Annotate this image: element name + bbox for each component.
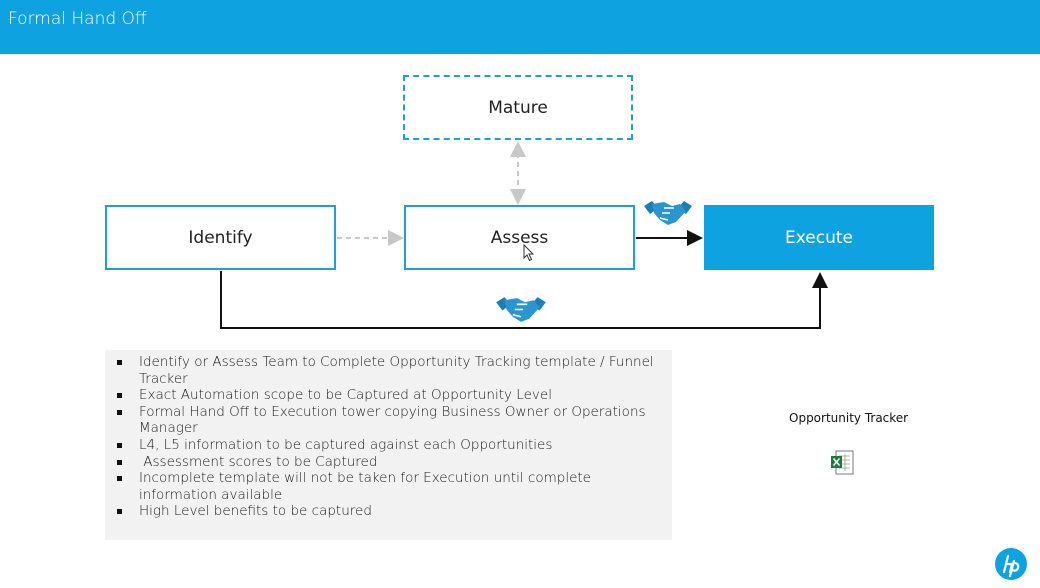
notes-list: Identify or Assess Team to Complete Oppo… [105,350,672,520]
note-item: Incomplete template will not be taken fo… [117,470,672,503]
page-title: Formal Hand Off [8,9,147,29]
connector-identify-execute [220,271,828,329]
handshake-icon [644,201,692,225]
node-identify-label: Identify [188,227,253,248]
note-item: Formal Hand Off to Execution tower copyi… [117,404,672,437]
note-item: Exact Automation scope to be Captured at… [117,387,672,404]
node-assess[interactable]: Assess [404,205,635,270]
node-assess-label: Assess [490,227,549,248]
excel-file-icon[interactable] [830,450,854,476]
node-identify[interactable]: Identify [105,205,336,270]
notes-panel: Identify or Assess Team to Complete Oppo… [105,350,672,540]
header-bar: Formal Hand Off [0,0,1040,54]
note-item: Identify or Assess Team to Complete Oppo… [117,354,672,387]
node-mature-label: Mature [488,97,548,118]
note-item: High Level benefits to be captured [117,503,672,520]
node-mature[interactable]: Mature [403,75,633,140]
note-item: Assessment scores to be Captured [117,454,672,471]
node-execute-label: Execute [785,227,853,248]
node-execute[interactable]: Execute [704,205,934,270]
mouse-cursor-icon [523,244,535,262]
note-item: L4, L5 information to be captured agains… [117,437,672,454]
handshake-icon [496,297,546,322]
attachment-label: Opportunity Tracker [789,411,909,425]
hp-logo-icon [995,548,1027,580]
